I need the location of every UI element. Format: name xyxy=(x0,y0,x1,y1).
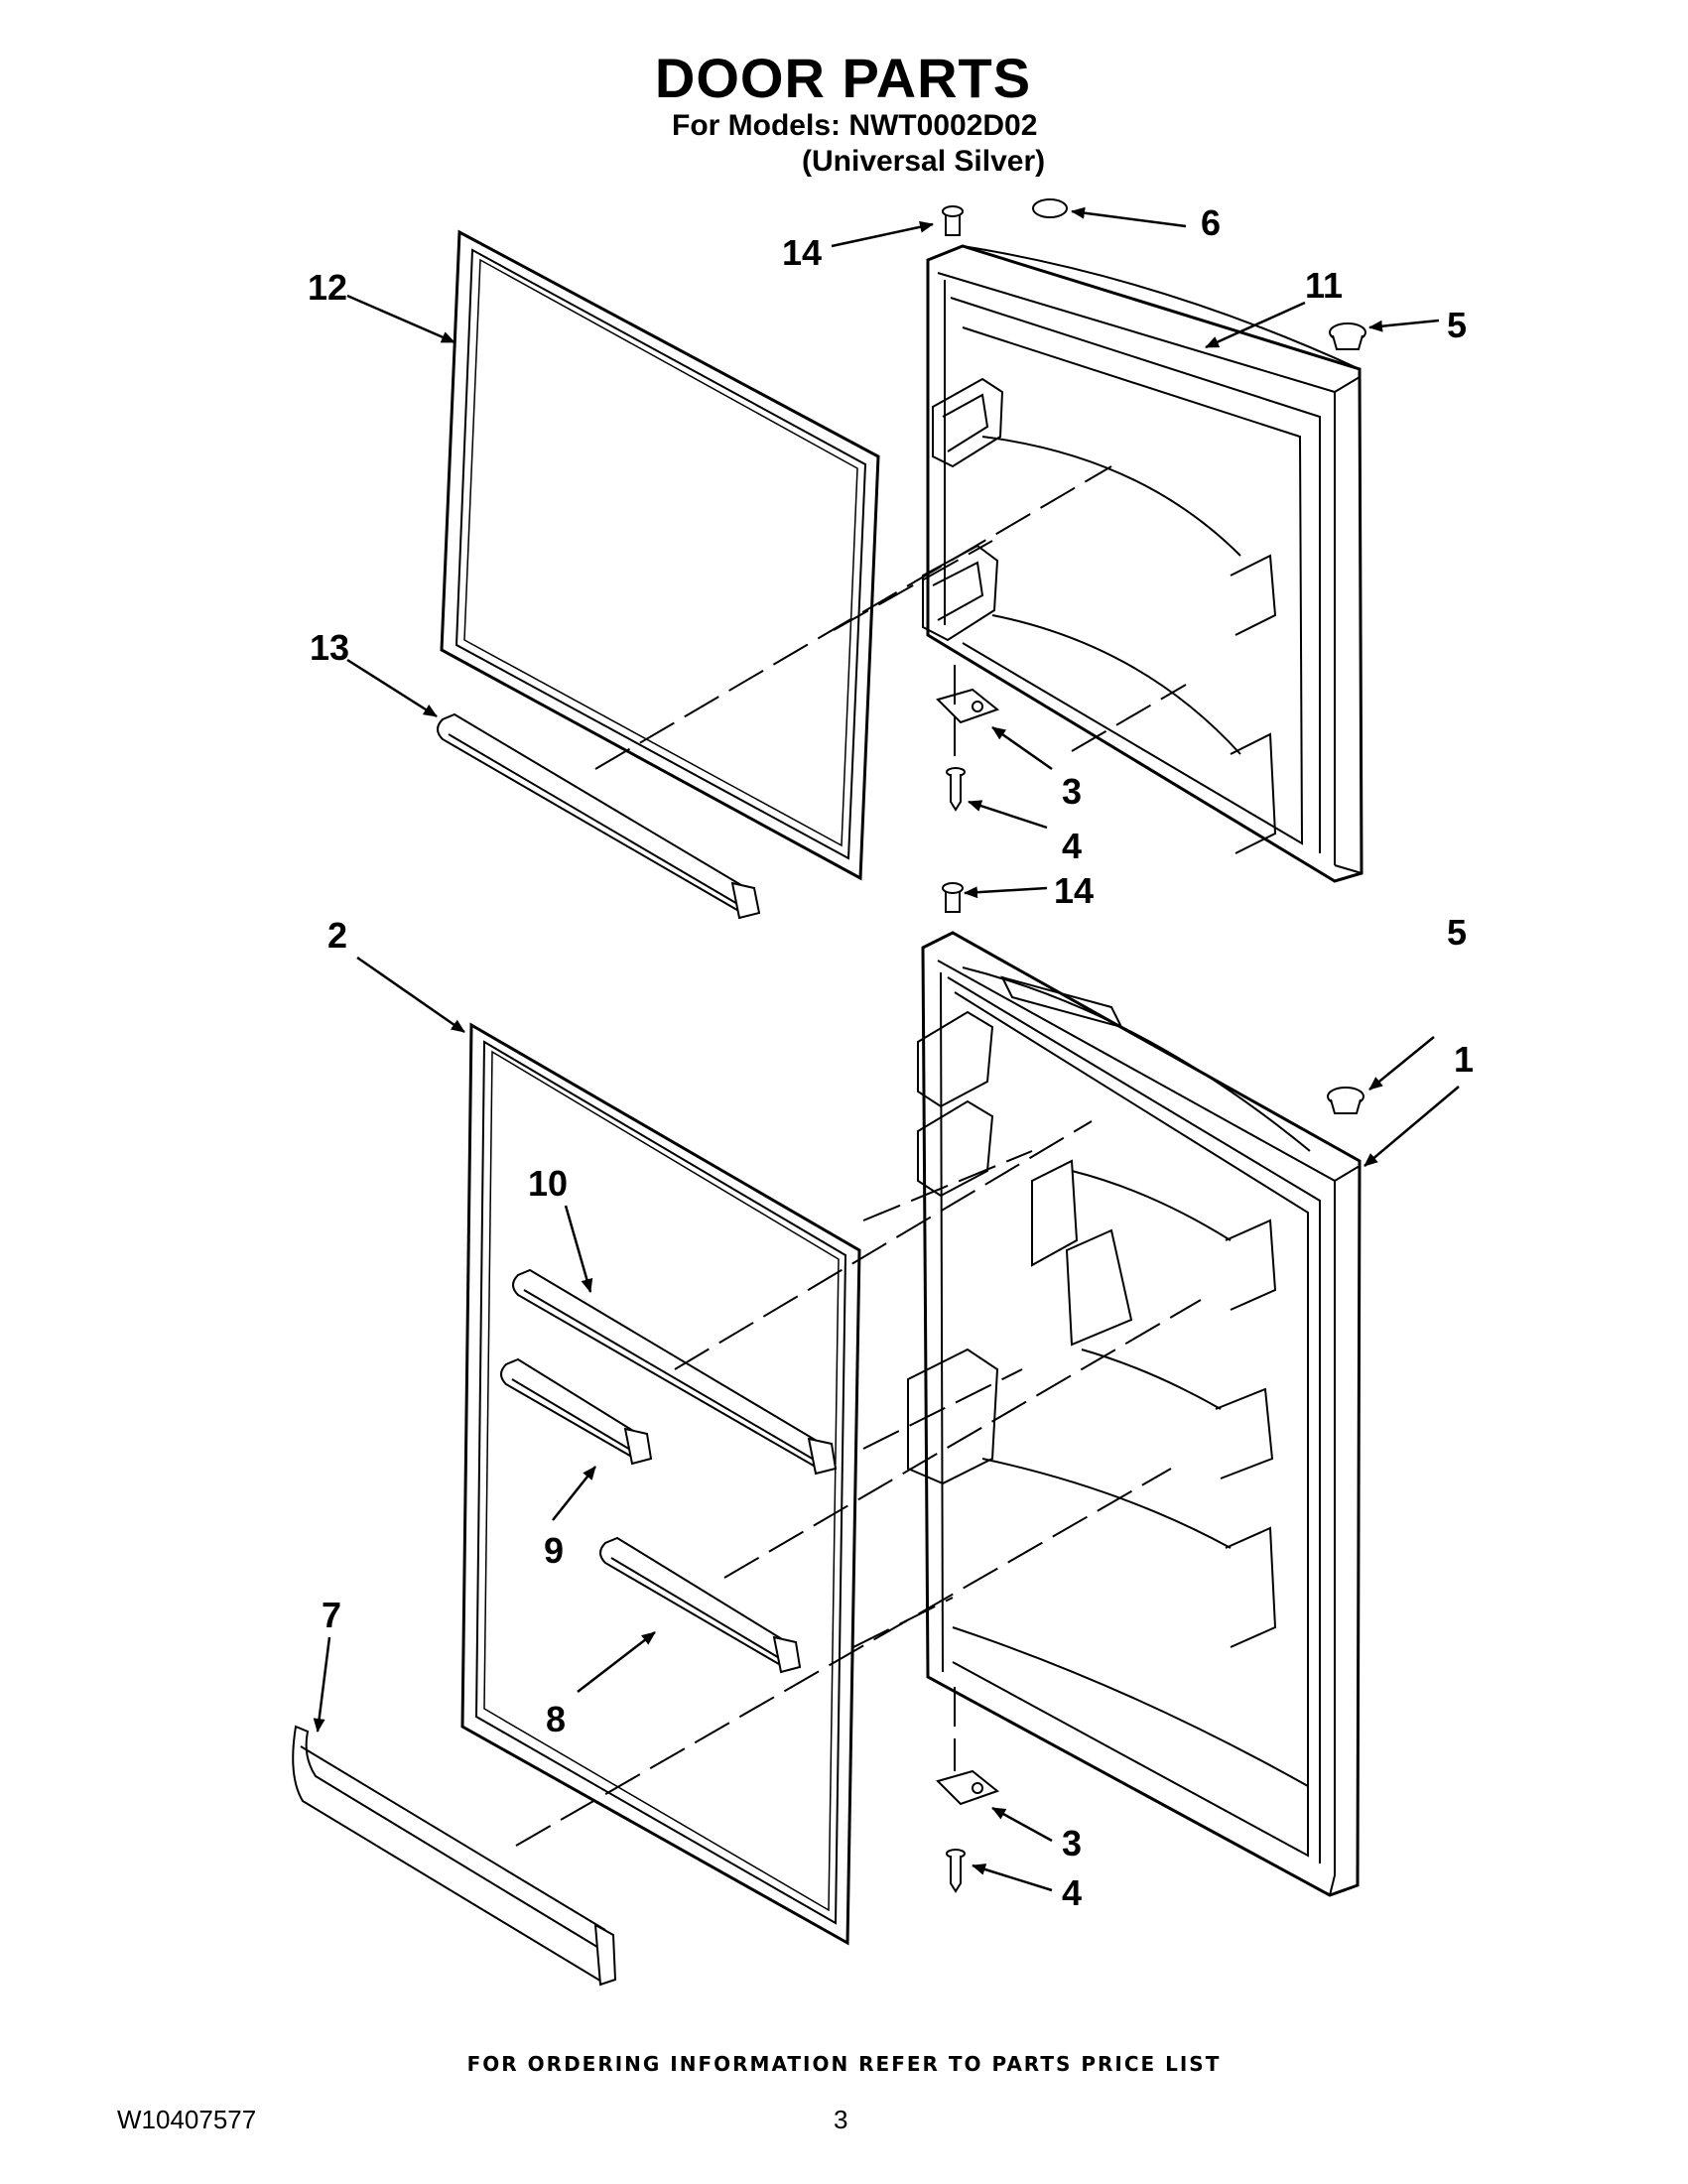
document-id: W10407577 xyxy=(117,2105,257,2134)
callout-1: 1 xyxy=(1454,1039,1474,1080)
leader-arrows xyxy=(313,206,1460,1892)
freezer-door xyxy=(922,244,1363,883)
bin-rail-9 xyxy=(500,1357,653,1466)
hinge-pin-14-upper xyxy=(942,205,964,236)
freezer-gasket xyxy=(440,229,880,881)
callout-9: 9 xyxy=(544,1530,564,1571)
page-number: 3 xyxy=(834,2105,848,2134)
fresh-food-gasket xyxy=(460,1022,861,1946)
callout-5-lower: 5 xyxy=(1447,912,1467,953)
callout-5-upper: 5 xyxy=(1447,305,1467,345)
hole-plug-5-upper xyxy=(1329,322,1366,350)
callout-2: 2 xyxy=(327,915,347,956)
hinge-3-lower xyxy=(936,1769,1000,1806)
callout-13: 13 xyxy=(310,627,349,668)
color-line: (Universal Silver) xyxy=(802,145,1046,178)
callout-6: 6 xyxy=(1201,202,1221,243)
callout-10: 10 xyxy=(528,1163,568,1204)
models-line: For Models: NWT0002D02 xyxy=(672,109,1038,142)
page-title: DOOR PARTS xyxy=(654,47,1032,109)
bin-rail-13 xyxy=(437,712,761,920)
callout-14-upper: 14 xyxy=(782,232,822,273)
callout-4-lower: 4 xyxy=(1062,1872,1082,1913)
callout-8: 8 xyxy=(546,1699,566,1739)
callout-3-upper: 3 xyxy=(1062,771,1082,812)
hinge-3-upper xyxy=(936,688,1000,724)
hinge-pin-14-lower xyxy=(942,882,964,913)
ordering-note: FOR ORDERING INFORMATION REFER TO PARTS … xyxy=(466,2052,1222,2076)
screw-4-lower xyxy=(946,1849,966,1893)
bin-rail-10 xyxy=(512,1268,838,1476)
callout-12: 12 xyxy=(308,267,347,308)
washer-6 xyxy=(1032,198,1068,218)
assembly-dashed-lines xyxy=(515,465,1202,1847)
callout-4-upper: 4 xyxy=(1062,826,1082,866)
callout-11: 11 xyxy=(1305,265,1343,306)
callout-3-lower: 3 xyxy=(1062,1823,1082,1863)
callout-7: 7 xyxy=(322,1595,341,1635)
door-bin-7 xyxy=(292,1725,617,1987)
bin-rail-8 xyxy=(599,1536,802,1674)
callout-14-lower: 14 xyxy=(1054,870,1094,911)
screw-4-upper xyxy=(946,767,966,812)
fresh-food-door xyxy=(907,931,1362,1897)
hole-plug-5-lower xyxy=(1327,1087,1364,1114)
